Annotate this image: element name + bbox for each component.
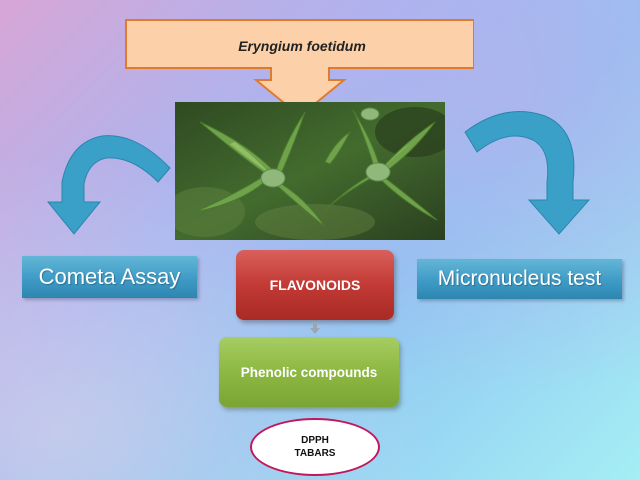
plant-photo xyxy=(175,102,445,240)
micronucleus-test-label: Micronucleus test xyxy=(437,267,602,290)
cometa-assay-label: Cometa Assay xyxy=(38,264,181,289)
curved-arrow-right-icon xyxy=(464,111,591,235)
antioxidant-assays-ellipse: DPPH TABARS xyxy=(250,418,380,476)
title-callout-arrow xyxy=(125,19,474,118)
phenolic-compounds-box: Phenolic compounds xyxy=(219,337,399,407)
flavonoids-label: FLAVONOIDS xyxy=(269,277,361,293)
curved-arrow-left-icon xyxy=(46,135,171,235)
phenolic-compounds-label: Phenolic compounds xyxy=(240,364,378,380)
dpph-label: DPPH xyxy=(301,435,329,446)
flavonoids-box: FLAVONOIDS xyxy=(236,250,394,320)
plant-species-title: Eryngium foetidum xyxy=(238,38,366,54)
cometa-assay-box: Cometa Assay xyxy=(22,256,197,298)
down-arrow-icon xyxy=(310,322,320,334)
micronucleus-test-box: Micronucleus test xyxy=(417,259,622,299)
tabars-label: TABARS xyxy=(294,448,336,459)
